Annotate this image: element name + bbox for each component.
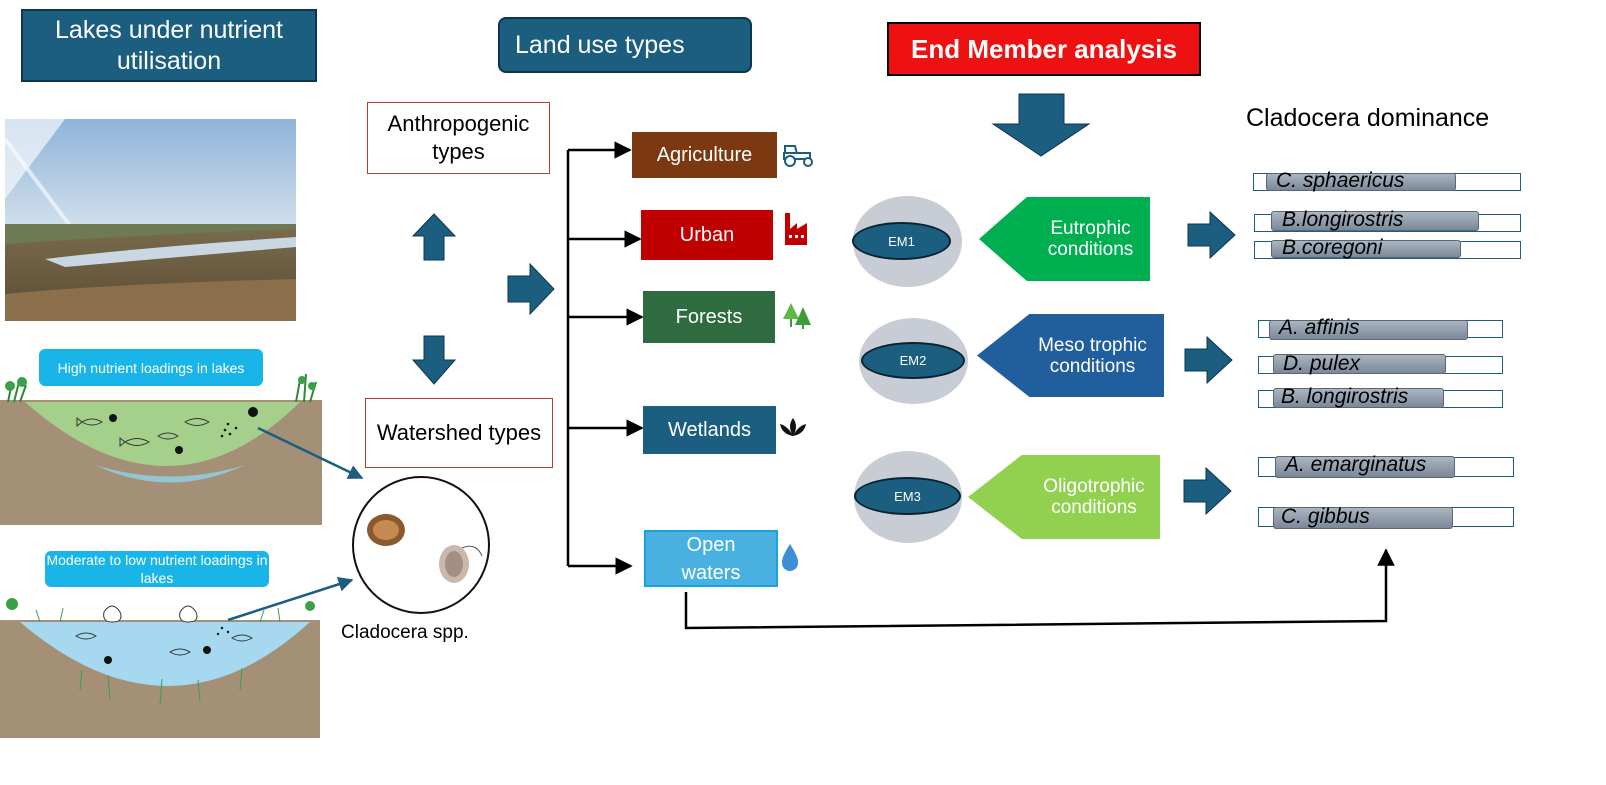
factory-icon xyxy=(785,213,807,245)
em1-ellipse: EM1 xyxy=(852,222,951,260)
em1-label: EM1 xyxy=(888,233,915,249)
lakes-header: Lakes under nutrient utilisation xyxy=(21,9,317,82)
cladocera-label: Cladocera spp. xyxy=(341,622,469,643)
species-bar-1: C. sphaericus xyxy=(1253,169,1521,192)
oligotrophic-condition-text: Oligotrophic conditions xyxy=(1043,476,1145,518)
species-bar-7: A. emarginatus xyxy=(1258,453,1514,478)
land-forests-label: Forests xyxy=(675,305,743,328)
eutrophic-lake-illustration xyxy=(0,370,322,525)
land-open-waters-label: Open waters xyxy=(681,533,741,584)
species-bar-8-fill xyxy=(1273,507,1453,529)
species-2-label: B.longirostris xyxy=(1282,208,1404,231)
eutrophic-condition-text: Eutrophic conditions xyxy=(1047,218,1134,260)
species-bar-2: B.longirostris xyxy=(1254,208,1521,232)
low-nutrient-pill-text: Moderate to low nutrient loadings in lak… xyxy=(46,552,268,586)
species-bar-5-fill xyxy=(1273,354,1446,374)
land-agriculture-label: Agriculture xyxy=(656,143,753,166)
anthropogenic-box-text: Anthropogenic types xyxy=(387,111,530,164)
land-wetlands-label: Wetlands xyxy=(667,418,751,441)
lotus-icon xyxy=(780,418,806,436)
species-7-label: A. emarginatus xyxy=(1285,453,1427,476)
em3-ellipse: EM3 xyxy=(854,477,961,515)
end-member-header-text: End Member analysis xyxy=(911,33,1177,64)
high-nutrient-pill-text: High nutrient loadings in lakes xyxy=(57,359,245,376)
dominance-header: Cladocera dominance xyxy=(1246,104,1490,132)
em2-label: EM2 xyxy=(899,353,927,368)
species-bar-3-fill xyxy=(1271,240,1461,258)
land-use-header: Land use types xyxy=(498,17,752,73)
land-wetlands-box: Wetlands xyxy=(643,406,776,454)
lakes-header-text: Lakes under nutrient utilisation xyxy=(55,15,283,75)
high-nutrient-pill: High nutrient loadings in lakes xyxy=(39,349,263,386)
species-bar-6-fill xyxy=(1273,388,1444,408)
water-drop-icon xyxy=(781,544,799,571)
trees-icon xyxy=(783,303,811,329)
species-5-label: D. pulex xyxy=(1283,352,1361,375)
species-bar-6: B. longirostris xyxy=(1258,385,1503,408)
species-bar-1-fill xyxy=(1266,173,1456,191)
land-urban-box: Urban xyxy=(641,210,773,260)
species-6-label: B. longirostris xyxy=(1281,385,1409,408)
species-bar-5: D. pulex xyxy=(1258,352,1503,375)
end-member-header: End Member analysis xyxy=(887,22,1201,76)
species-bar-4-fill xyxy=(1269,320,1468,340)
species-3-label: B.coregoni xyxy=(1282,236,1383,259)
watershed-box-text: Watershed types xyxy=(376,420,542,445)
low-nutrient-pill: Moderate to low nutrient loadings in lak… xyxy=(45,551,269,587)
land-forests-box: Forests xyxy=(643,291,775,343)
species-bar-7-fill xyxy=(1275,456,1455,478)
watershed-box: Watershed types xyxy=(365,398,553,468)
land-agriculture-box: Agriculture xyxy=(632,132,777,178)
oligotrophic-lake-illustration xyxy=(0,590,322,738)
cladocera-circle xyxy=(352,476,490,614)
species-bar-8: C. gibbus xyxy=(1258,505,1514,529)
lake-landscape-photo xyxy=(5,119,296,321)
land-use-header-text: Land use types xyxy=(515,30,685,59)
species-4-label: A. affinis xyxy=(1279,316,1360,339)
species-1-label: C. sphaericus xyxy=(1276,169,1405,192)
em3-label: EM3 xyxy=(894,488,921,504)
tractor-icon xyxy=(783,145,813,167)
em2-ellipse: EM2 xyxy=(861,342,965,379)
species-bar-4: A. affinis xyxy=(1258,316,1503,340)
cladocera-organisms xyxy=(367,514,483,583)
species-bar-2-fill xyxy=(1271,211,1479,231)
land-urban-label: Urban xyxy=(679,223,735,246)
land-open-waters-box: Open waters xyxy=(644,530,778,587)
species-8-label: C. gibbus xyxy=(1281,505,1370,528)
mesotrophic-condition-text: Meso trophic conditions xyxy=(1038,334,1147,377)
anthropogenic-box: Anthropogenic types xyxy=(367,102,550,174)
species-bar-3: B.coregoni xyxy=(1254,236,1521,259)
